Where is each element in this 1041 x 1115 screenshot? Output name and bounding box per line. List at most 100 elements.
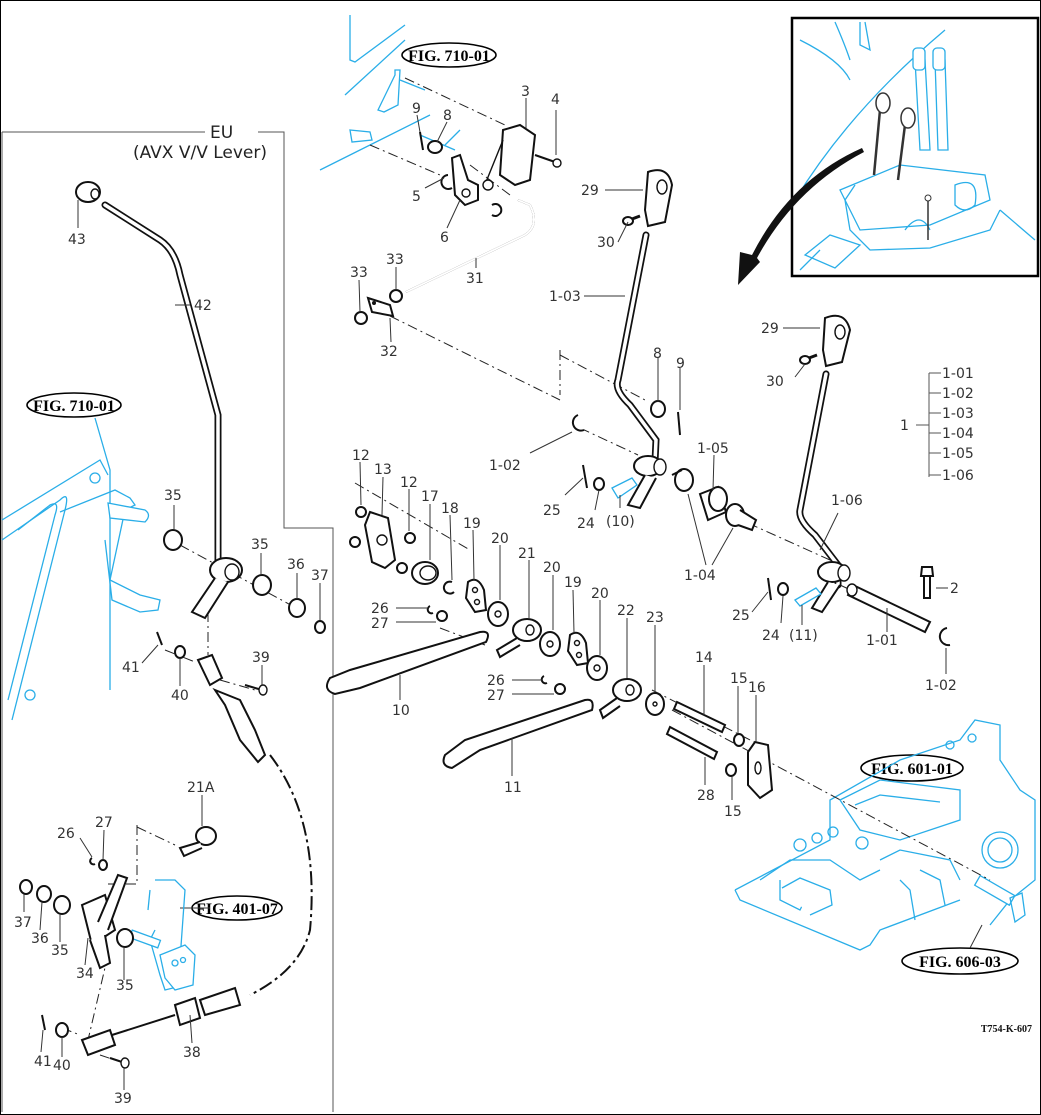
callout-1-03: 1-03	[549, 289, 581, 305]
part-18-eclip	[442, 580, 455, 595]
callout-1-04: 1-04	[684, 568, 716, 584]
left-cab-reference-outline	[1, 417, 161, 721]
part-16-plate	[747, 740, 774, 800]
part-19-plate-a	[464, 578, 488, 614]
callout-35: 35	[51, 943, 69, 959]
callout-8: 8	[653, 346, 662, 362]
callout-21: 21	[518, 546, 536, 562]
part-27-washer-c	[98, 859, 108, 871]
callout-1-02: 1-02	[489, 458, 521, 474]
assembly-1-label: 1	[900, 418, 909, 434]
part-cable-end-upper	[196, 653, 267, 764]
part-2-bolt	[919, 566, 935, 599]
part-25-pin-a	[582, 464, 588, 489]
part-5-eclip	[440, 174, 453, 190]
callout-29: 29	[761, 321, 779, 337]
callout-36: 36	[287, 557, 305, 573]
callout-39: 39	[252, 650, 270, 666]
part-23-washer	[645, 692, 665, 716]
assembly-1-child: 1-04	[942, 426, 974, 442]
part-20-washer-c	[586, 655, 608, 681]
callout-6: 6	[440, 230, 449, 246]
callout-28: 28	[697, 788, 715, 804]
fig-ref-housing[interactable]: FIG. 601-01	[860, 754, 964, 782]
callout-26: 26	[487, 673, 505, 689]
part-20-washer-a	[487, 601, 509, 627]
callout-25: 25	[732, 608, 750, 624]
assembly-1-child: 1-06	[942, 468, 974, 484]
callout-10-ref: (10)	[606, 514, 635, 530]
callout-15: 15	[724, 804, 742, 820]
part-105-collar	[698, 485, 728, 522]
callout-23: 23	[646, 610, 664, 626]
callout-40: 40	[171, 688, 189, 704]
callout-26: 26	[371, 601, 389, 617]
svg-text:FIG. 606-03: FIG. 606-03	[919, 954, 1001, 971]
part-26-clip-c	[89, 857, 96, 866]
part-106-lever	[796, 370, 851, 614]
fig-ref-pin[interactable]: FIG. 606-03	[901, 947, 1019, 975]
callout-34: 34	[76, 966, 94, 982]
part-34-arm	[80, 873, 129, 970]
callout-41: 41	[34, 1054, 52, 1070]
eu-group-box: EU (AVX V/V Lever)	[1, 123, 334, 1112]
part-11-link	[442, 698, 594, 770]
fig-ref-bracket[interactable]: FIG. 401-07	[191, 895, 283, 921]
part-8-washer	[427, 140, 443, 154]
assembly-1-child: 1-01	[942, 366, 974, 382]
part-27-washer-b	[554, 683, 566, 695]
callout-1-02: 1-02	[925, 678, 957, 694]
callout-27: 27	[371, 616, 389, 632]
callout-15: 15	[730, 671, 748, 687]
part-3-switch	[482, 123, 537, 191]
callout-1-01: 1-01	[866, 633, 898, 649]
callout-33: 33	[350, 265, 368, 281]
callout-11: 11	[504, 780, 522, 796]
part-42-lever	[101, 201, 243, 620]
part-24-washer-a	[593, 477, 605, 491]
callout-35: 35	[116, 978, 134, 994]
fig-ref-left[interactable]: FIG. 710-01	[26, 392, 122, 418]
callout-18: 18	[441, 501, 459, 517]
svg-text:FIG. 401-07: FIG. 401-07	[196, 901, 278, 918]
callout-41: 41	[122, 660, 140, 676]
svg-text:FIG. 710-01: FIG. 710-01	[408, 48, 490, 65]
part-35-bushing-d	[116, 928, 134, 948]
part-15-washer-a	[733, 733, 745, 747]
callout-27: 27	[95, 815, 113, 831]
part-12-nuts	[349, 506, 416, 574]
callout-9: 9	[412, 101, 421, 117]
part-39-pin-b	[109, 1057, 130, 1069]
callout-11-ref: (11)	[789, 628, 818, 644]
callout-4: 4	[551, 92, 560, 108]
part-102-eclip-b	[938, 627, 951, 647]
assembly-1-child: 1-02	[942, 386, 974, 402]
part-41-pin-a	[156, 631, 163, 646]
callout-13: 13	[374, 462, 392, 478]
part-40-washer-b	[55, 1022, 69, 1038]
pointer-arrow	[738, 148, 864, 285]
part-29-knob-upper	[643, 169, 674, 228]
callout-2: 2	[950, 581, 959, 597]
fig-ref-top[interactable]: FIG. 710-01	[401, 42, 497, 68]
callout-30: 30	[597, 235, 615, 251]
transmission-housing-outline	[734, 719, 1036, 951]
callout-26: 26	[57, 826, 75, 842]
callout-16: 16	[748, 680, 766, 696]
callout-20: 20	[543, 560, 561, 576]
bracket-reference	[128, 879, 196, 991]
callout-3: 3	[521, 84, 530, 100]
cab-reference-outline	[319, 15, 461, 171]
fig-ref-pin-leader	[969, 924, 983, 949]
part-31-rod	[405, 199, 535, 293]
callout-40: 40	[53, 1058, 71, 1074]
part-103-lever	[613, 231, 667, 510]
callout-19: 19	[564, 575, 582, 591]
callout-1-06: 1-06	[831, 493, 863, 509]
part-30-screw-upper	[622, 214, 641, 226]
callout-38: 38	[183, 1045, 201, 1061]
eu-group-subtitle: (AVX V/V Lever)	[133, 143, 267, 163]
callout-12: 12	[352, 448, 370, 464]
assembly-1-tree: 1 1-01 1-02 1-03 1-04 1-05 1-06	[900, 366, 974, 484]
